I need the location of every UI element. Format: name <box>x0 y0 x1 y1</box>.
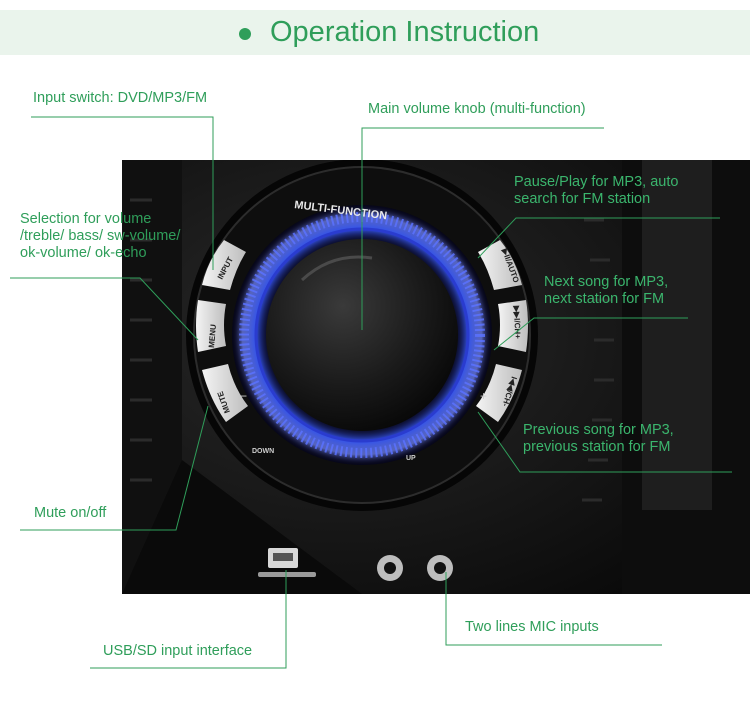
callout-next-song-line-1: Next song for MP3, <box>544 274 669 290</box>
callout-pause-play: Pause/Play for MP3, auto search for FM s… <box>514 174 678 208</box>
minus-sign: − <box>240 389 247 403</box>
main-volume-line <box>361 127 604 330</box>
play-pause-button[interactable] <box>478 240 522 290</box>
callout-next-song-line-2: next station for FM <box>544 291 665 307</box>
callout-selection-line-2: /treble/ bass/ sw-volume/ <box>20 228 181 244</box>
next-button[interactable] <box>498 300 528 352</box>
speaker-illustration: MULTI-FUNCTION INPUT MENU MUTE ▶II/AUTO … <box>122 160 750 594</box>
plus-sign: + <box>480 389 487 403</box>
mute-button[interactable] <box>202 364 248 422</box>
header-banner <box>0 10 750 55</box>
callout-pause-play-line-2: search for FM station <box>514 191 651 207</box>
page-title: Operation Instruction <box>270 16 540 48</box>
mic-input-2-hole <box>434 562 446 574</box>
callout-selection-line-1: Selection for volume <box>20 211 152 227</box>
mic-line <box>445 572 662 646</box>
usb-port-inner <box>273 553 293 561</box>
input-button[interactable] <box>202 240 246 290</box>
input-switch-line <box>31 116 214 270</box>
previous-song-line <box>477 411 732 473</box>
callout-next-song: Next song for MP3, next station for FM <box>544 274 668 308</box>
up-label: UP <box>406 455 416 462</box>
next-button-label: ▶▶I/CH+ <box>512 305 522 340</box>
callout-pause-play-line-1: Pause/Play for MP3, auto <box>514 174 679 190</box>
selection-line <box>10 277 199 341</box>
previous-button[interactable] <box>476 364 522 422</box>
callout-input-switch: Input switch: DVD/MP3/FM <box>33 90 208 106</box>
speaker-photo: MULTI-FUNCTION INPUT MENU MUTE ▶II/AUTO … <box>122 160 750 594</box>
mic-input-1-hole <box>384 562 396 574</box>
down-label: DOWN <box>252 448 274 455</box>
callout-mute: Mute on/off <box>34 505 107 521</box>
main-volume-knob[interactable] <box>266 239 458 431</box>
callout-main-volume: Main volume knob (multi-function) <box>368 101 586 117</box>
pause-play-line <box>477 217 720 259</box>
usb-sd-line <box>90 570 287 669</box>
knob-highlight <box>300 255 373 282</box>
sd-card-slot[interactable] <box>258 572 316 577</box>
menu-button-label: MENU <box>207 324 218 348</box>
callout-usb-sd: USB/SD input interface <box>103 643 253 659</box>
callout-selection: Selection for volume /treble/ bass/ sw-v… <box>20 211 180 262</box>
mute-line <box>20 405 209 531</box>
bullet-dot-icon <box>239 28 251 40</box>
next-song-line <box>493 317 688 351</box>
callout-mic: Two lines MIC inputs <box>465 619 599 635</box>
menu-button[interactable] <box>196 300 226 352</box>
callout-previous-song: Previous song for MP3, previous station … <box>523 422 674 456</box>
callout-selection-line-3: ok-volume/ ok-echo <box>20 245 147 261</box>
callout-previous-song-line-2: previous station for FM <box>523 439 671 455</box>
lower-left-facet <box>122 460 362 594</box>
callout-previous-song-line-1: Previous song for MP3, <box>523 422 674 438</box>
vent-ridges <box>130 198 614 502</box>
